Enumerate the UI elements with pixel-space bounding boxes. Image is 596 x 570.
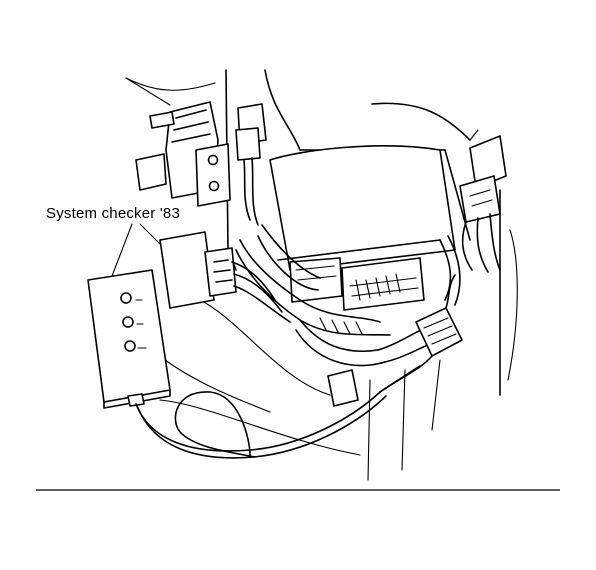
upper-connector (235, 103, 267, 226)
control-unit (269, 145, 456, 311)
wire-clip (327, 369, 359, 407)
system-checker-box (87, 269, 171, 409)
indicator-lamp-1 (120, 292, 132, 304)
callout-leaders (111, 223, 161, 277)
upper-right-connector (459, 135, 507, 273)
right-connector (379, 274, 463, 393)
indicator-lamp-3 (124, 340, 136, 352)
relay-bracket (135, 101, 231, 207)
checker-cable (135, 365, 421, 459)
checker-connector (159, 231, 291, 323)
indicator-lamp-2 (122, 316, 134, 328)
system-checker-label: System checker '83 (46, 205, 181, 222)
